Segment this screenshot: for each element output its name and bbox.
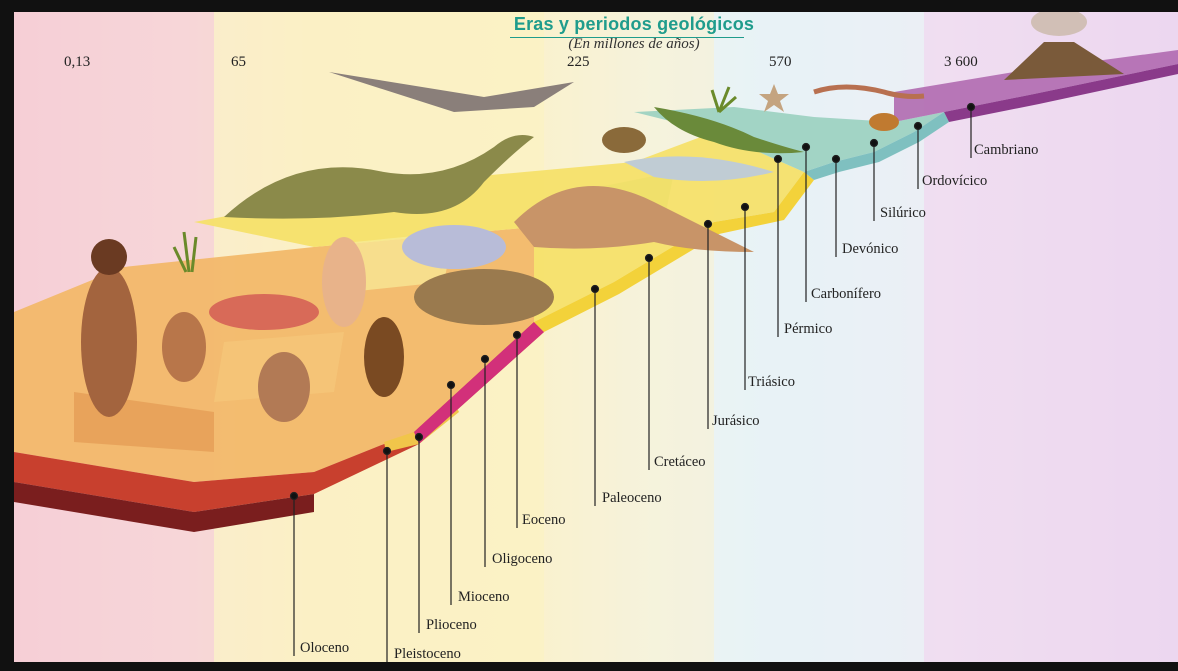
leader-dot [291,493,298,500]
period-label-jurasico: Jurásico [712,413,760,430]
triceratops-figure [414,269,554,325]
frame-left [0,0,14,671]
leader-dot [915,123,922,130]
leader-dot [592,286,599,293]
timeline-canvas: Eras y periodos geológicos (En millones … [14,12,1178,662]
period-label-oloceno: Oloceno [300,640,349,657]
leader-dot [646,255,653,262]
period-label-oligoceno: Oligoceno [492,551,552,568]
period-label-plioceno: Plioceno [426,617,477,634]
period-label-permico: Pérmico [784,321,832,338]
starfish-figure [759,84,789,112]
diagram-title: Eras y periodos geológicos [484,14,784,35]
period-label-paleoceno: Paleoceno [602,490,662,507]
period-label-ordovicico: Ordovícico [922,173,987,190]
time-marker-0-13: 0,13 [64,54,90,71]
kangaroo-figure [322,237,366,327]
timeline-illustration [14,12,1178,662]
turtle-figure [602,127,646,153]
leader-dot [482,356,489,363]
leader-dot [384,448,391,455]
rhino-figure [402,225,506,269]
leader-dot [833,156,840,163]
time-marker-225: 225 [567,54,590,71]
trilobite-figure [869,113,899,131]
hominid-figure-3 [258,352,310,422]
diagram-subtitle: (En millones de años) [484,36,784,53]
leader-dot [448,382,455,389]
hominid-figure-2 [162,312,206,382]
period-label-devonico: Devónico [842,241,898,258]
pterosaur-figure [329,72,574,112]
period-label-eoceno: Eoceno [522,512,565,529]
period-label-triasico: Triásico [748,374,795,391]
leader-dot [416,434,423,441]
glyptodont-figure [209,294,319,330]
period-label-pleistoceno: Pleistoceno [394,646,461,662]
leader-dot [705,221,712,228]
leader-dot [968,104,975,111]
period-label-cretaceo: Cretáceo [654,454,706,471]
time-marker-3600: 3 600 [944,54,978,71]
volcano-smoke [1031,12,1087,36]
period-label-carbonifero: Carbonífero [811,286,881,303]
ape-figure [364,317,404,397]
period-label-mioceno: Mioceno [458,589,510,606]
period-label-cambriano: Cambriano [974,142,1038,159]
leader-dot [775,156,782,163]
time-marker-570: 570 [769,54,792,71]
leader-dot [514,332,521,339]
leader-dot [871,140,878,147]
frame-bottom [0,662,1178,671]
hominid-head-1 [91,239,127,275]
leader-dot [742,204,749,211]
time-marker-65: 65 [231,54,246,71]
leader-dot [803,144,810,151]
frame-top [0,0,1178,12]
hominid-figure-1 [81,267,137,417]
period-label-silurico: Silúrico [880,205,926,222]
